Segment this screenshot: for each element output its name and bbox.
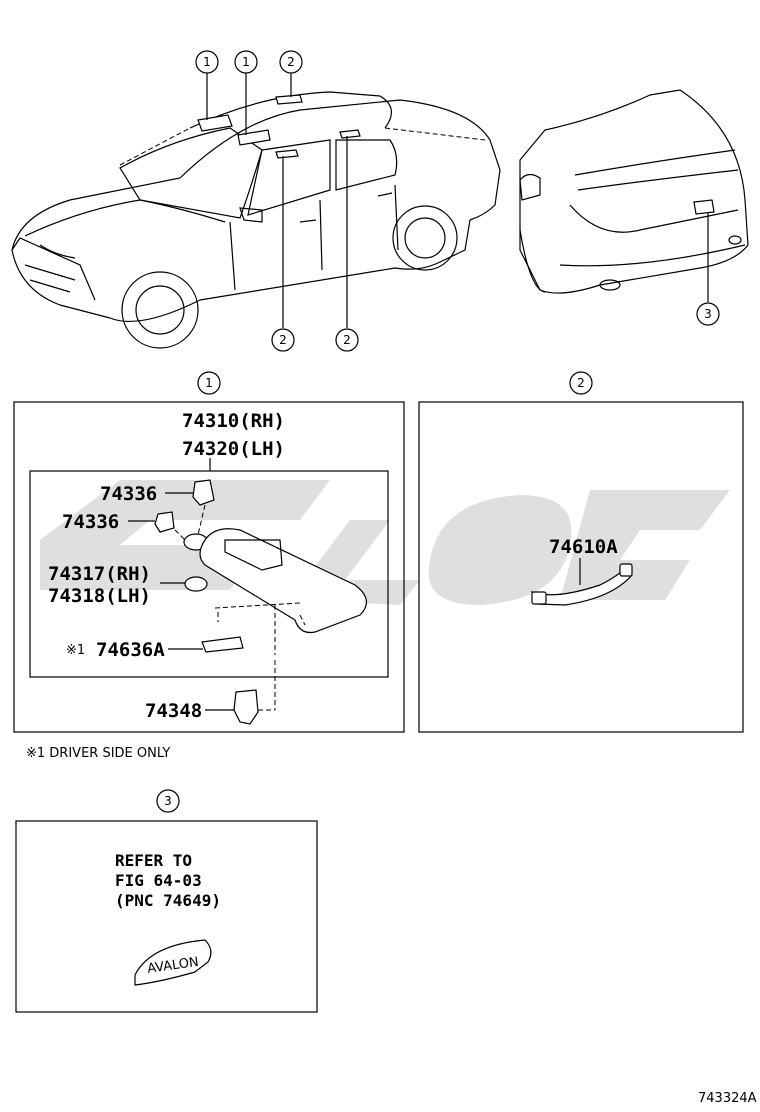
retainer-icon [233,689,259,725]
part-74318-lh: 74318(LH) [48,585,151,607]
note-mark: ※1 [66,643,85,658]
callout-1-a: 1 [203,55,211,69]
part-74610a: 74610A [549,536,618,558]
section-3-reference: 3 REFER TO FIG 64-03 (PNC 74649) AVALON [15,789,318,1013]
part-74336-lower: 74336 [62,511,119,533]
car-rear-view [519,89,749,294]
callout-3-a: 3 [704,307,712,321]
nameplate-text: AVALON [146,955,199,977]
holder-lower-icon [184,576,208,592]
part-74636a: 74636A [96,639,165,661]
clip-upper-icon [192,479,215,506]
cover-icon [201,636,244,653]
car-side-view [11,91,501,349]
section-3-callout: 3 [164,794,172,808]
callout-2-c: 2 [343,333,351,347]
top-callouts: 1 1 2 2 2 3 [195,50,720,352]
section-2-callout: 2 [577,376,585,390]
footnote: ※1 DRIVER SIDE ONLY [26,746,170,761]
nameplate-icon [134,939,212,986]
refer-line-2: FIG 64-03 [115,871,202,890]
part-74336-upper: 74336 [100,483,157,505]
callout-2-b: 2 [279,333,287,347]
callout-1-b: 1 [242,55,250,69]
section-1-callout: 1 [205,376,213,390]
refer-line-3: (PNC 74649) [115,891,221,910]
callout-2-a: 2 [287,55,295,69]
part-74320-lh: 74320(LH) [182,438,285,460]
refer-line-1: REFER TO [115,851,192,870]
clip-lower-icon [154,511,175,533]
section-1-sun-visor: 1 74310(RH) 74320(LH) 74336 74336 74317(… [13,371,405,733]
sun-visor-icon [199,528,367,634]
diagram-id: 743324A [698,1091,757,1106]
section-2-assist-grip: 2 74610A [418,371,744,733]
part-74310-rh: 74310(RH) [182,410,285,432]
watermark-logo [40,480,730,605]
part-74348: 74348 [145,700,202,722]
part-74317-rh: 74317(RH) [48,563,151,585]
